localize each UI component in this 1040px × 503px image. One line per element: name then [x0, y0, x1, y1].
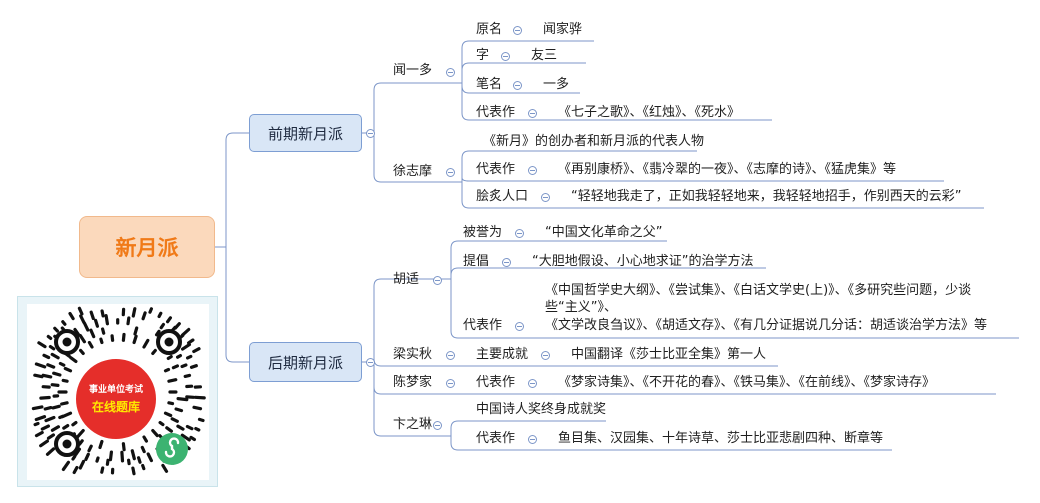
collapse-icon[interactable] — [541, 351, 550, 360]
hu-title-value[interactable]: “中国文化革命之父” — [545, 225, 663, 240]
qr-badge-line-1: 事业单位考试 — [88, 384, 143, 395]
wen-biming-label[interactable]: 笔名 — [476, 77, 503, 92]
xu-quote-value[interactable]: “轻轻地我走了，正如我轻轻地来，我轻轻地招手，作别西天的云彩” — [571, 189, 962, 204]
bian-works-label[interactable]: 代表作 — [476, 431, 516, 446]
collapse-icon[interactable] — [446, 351, 455, 360]
collapse-icon[interactable] — [446, 168, 455, 177]
xu-quote-label[interactable]: 脍炙人口 — [476, 189, 529, 204]
branch-early-crescent[interactable]: 前期新月派 — [249, 114, 362, 152]
wen-biming-value[interactable]: 一多 — [543, 77, 570, 92]
wen-works-value[interactable]: 《七子之歌》、《红烛》、《死水》 — [558, 105, 741, 120]
wen-zi-value[interactable]: 友三 — [531, 48, 558, 63]
mini-program-code-icon — [31, 306, 206, 476]
liang-achievement-label[interactable]: 主要成就 — [476, 347, 529, 362]
bian-works-value[interactable]: 鱼目集、汉园集、十年诗草、莎士比亚悲剧四种、断章等 — [558, 431, 884, 446]
wechat-mini-program-icon — [156, 433, 188, 465]
bian-award[interactable]: 中国诗人奖终身成就奖 — [476, 402, 607, 417]
hu-method-label[interactable]: 提倡 — [463, 254, 490, 269]
wen-yuanming-label[interactable]: 原名 — [476, 22, 503, 37]
person-wen-yiduo[interactable]: 闻一多 — [393, 63, 433, 78]
hu-works-line-1[interactable]: 《中国哲学史大纲》、《尝试集》、《白话文学史(上)》、《多研究些问题，少谈 — [545, 283, 972, 298]
collapse-icon[interactable] — [433, 276, 442, 285]
collapse-icon[interactable] — [446, 379, 455, 388]
hu-works-line-2[interactable]: 些“主义”》、 — [545, 300, 617, 315]
collapse-icon[interactable] — [515, 229, 524, 238]
hu-title-label[interactable]: 被誉为 — [463, 225, 503, 240]
collapse-icon[interactable] — [528, 166, 537, 175]
collapse-icon[interactable] — [502, 258, 511, 267]
collapse-icon[interactable] — [515, 322, 524, 331]
qr-center-badge: 事业单位考试 在线题库 — [73, 356, 159, 442]
collapse-icon[interactable] — [513, 81, 522, 90]
collapse-icon[interactable] — [433, 421, 442, 430]
xu-note[interactable]: 《新月》的创办者和新月派的代表人物 — [483, 134, 705, 149]
wen-yuanming-value[interactable]: 闻家骅 — [543, 22, 583, 37]
person-xu-zhimo[interactable]: 徐志摩 — [393, 164, 433, 179]
collapse-icon[interactable] — [513, 26, 522, 35]
wen-zi-label[interactable]: 字 — [476, 48, 490, 63]
collapse-icon[interactable] — [366, 129, 375, 138]
person-bian-zhilin[interactable]: 卞之琳 — [393, 417, 433, 432]
hu-works-line-3[interactable]: 《文学改良刍议》、《胡适文存》、《有几分证据说几分话：胡适谈治学方法》等 — [545, 318, 988, 333]
person-hu-shi[interactable]: 胡适 — [393, 272, 420, 287]
branch-late-crescent[interactable]: 后期新月派 — [249, 342, 362, 382]
chen-works-value[interactable]: 《梦家诗集》、《不开花的春》、《铁马集》、《在前线》、《梦家诗存》 — [558, 375, 936, 390]
hu-works-label[interactable]: 代表作 — [463, 318, 503, 333]
wen-works-label[interactable]: 代表作 — [476, 105, 516, 120]
person-chen-mengjia[interactable]: 陈梦家 — [393, 375, 433, 390]
collapse-icon[interactable] — [446, 68, 455, 77]
collapse-icon[interactable] — [366, 358, 375, 367]
xu-works-value[interactable]: 《再别康桥》、《翡冷翠的一夜》、《志摩的诗》、《猛虎集》等 — [558, 162, 897, 177]
collapse-icon[interactable] — [528, 109, 537, 118]
collapse-icon[interactable] — [501, 52, 510, 61]
collapse-icon[interactable] — [541, 193, 550, 202]
collapse-icon[interactable] — [528, 435, 537, 444]
root-topic[interactable]: 新月派 — [79, 216, 215, 278]
liang-achievement-value[interactable]: 中国翻译《莎士比亚全集》第一人 — [571, 347, 767, 362]
person-liang-shiqiu[interactable]: 梁实秋 — [393, 347, 433, 362]
qr-badge-line-2: 在线题库 — [91, 399, 140, 414]
xu-works-label[interactable]: 代表作 — [476, 162, 516, 177]
collapse-icon[interactable] — [528, 379, 537, 388]
hu-method-value[interactable]: “大胆地假设、小心地求证”的治学方法 — [532, 254, 754, 269]
chen-works-label[interactable]: 代表作 — [476, 375, 516, 390]
